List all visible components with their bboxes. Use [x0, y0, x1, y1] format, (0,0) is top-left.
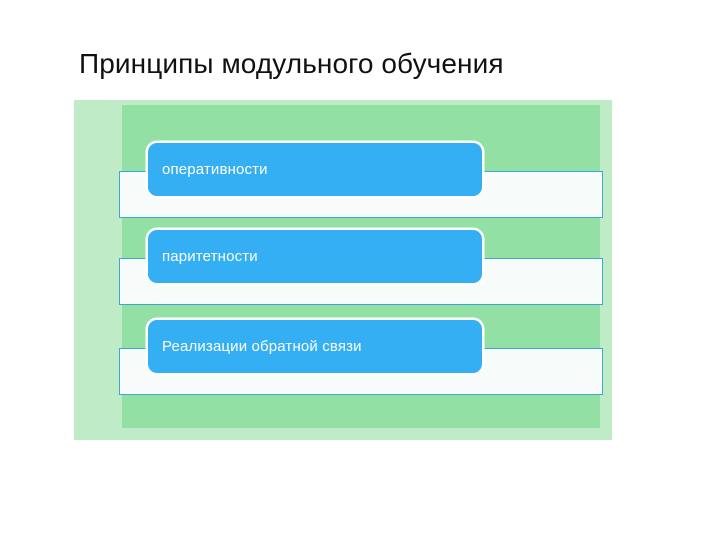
principle-callout-2[interactable]: паритетности: [148, 230, 482, 283]
outer-green-panel: оперативности паритетности Реализации об…: [74, 100, 612, 440]
principle-callout-1[interactable]: оперативности: [148, 143, 482, 196]
principle-row: Реализации обратной связи: [74, 320, 612, 432]
page-title: Принципы модульного обучения: [79, 48, 504, 79]
principle-label: Реализации обратной связи: [162, 337, 362, 355]
principle-row: паритетности: [74, 230, 612, 342]
principle-row: оперативности: [74, 143, 612, 255]
principle-label: паритетности: [162, 247, 258, 265]
principle-label: оперативности: [162, 160, 268, 178]
principle-callout-3[interactable]: Реализации обратной связи: [148, 320, 482, 373]
